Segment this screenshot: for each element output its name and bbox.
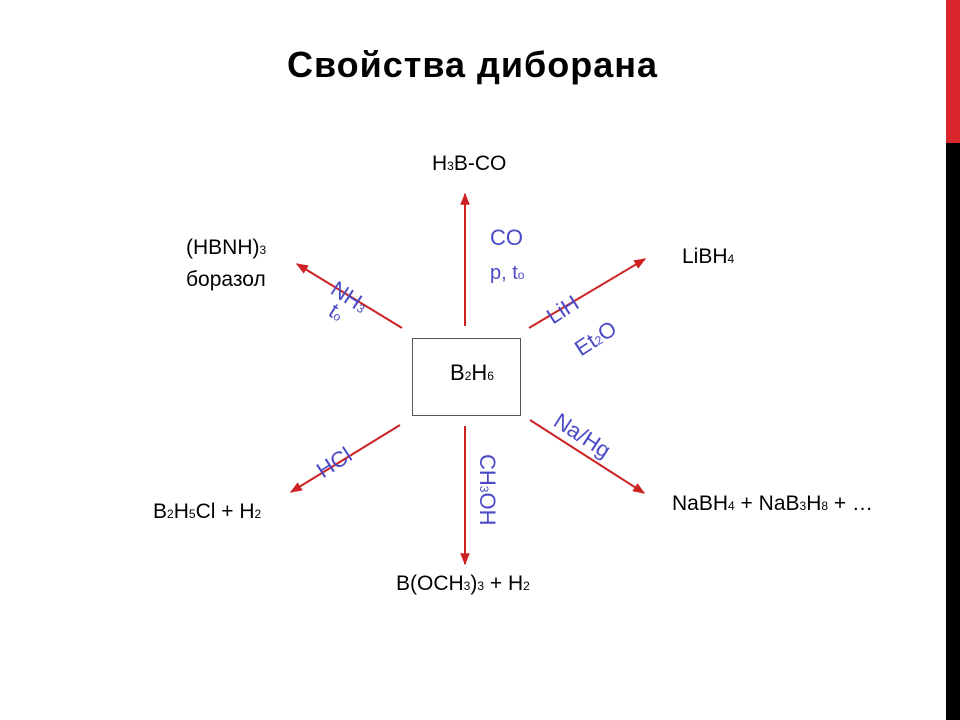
- product-b2h5cl: B2H5Cl + H2: [153, 500, 262, 523]
- product-h3b-co: H3B-CO: [432, 152, 507, 175]
- condition-methanol: CH3OH: [475, 454, 500, 526]
- arrow-down-left: [289, 424, 401, 493]
- product-borazine-formula: (HBNH)3: [186, 236, 267, 259]
- product-borazine-name: боразол: [186, 268, 266, 291]
- arrow-up-left: [295, 263, 403, 329]
- condition-pressure-temp: p, to: [490, 262, 525, 284]
- diborane-box: [412, 338, 521, 416]
- product-libh4: LiBH4: [682, 245, 735, 268]
- condition-co: CO: [490, 225, 523, 250]
- diborane-formula: B2H6: [450, 360, 494, 385]
- product-nabh4: NaBH4 + NaB3H8 + …: [672, 492, 873, 515]
- slide-edge-accent: [946, 0, 960, 143]
- slide-edge-bar: [946, 0, 960, 720]
- product-boch3: B(OCH3)3 + H2: [396, 572, 530, 595]
- arrow-down-right: [529, 419, 646, 494]
- slide-title: Свойства диборана: [286, 44, 659, 85]
- arrow-up-right: [528, 258, 647, 329]
